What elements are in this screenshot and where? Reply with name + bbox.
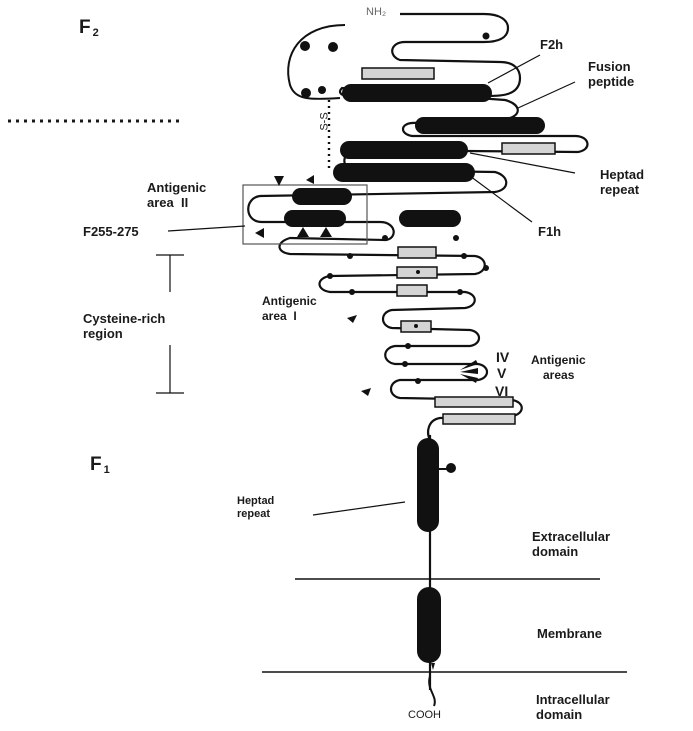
cooh-tail: [429, 676, 435, 706]
cys-box-1: [398, 247, 436, 258]
glycan-node-3: [301, 88, 311, 98]
helix-antigenic-ii-a: [292, 188, 352, 205]
f255-275-label: F255-275: [83, 224, 139, 239]
antigenic-markers: [255, 175, 371, 396]
glycan-node-1: [300, 41, 310, 51]
helix-f2h-box: [362, 68, 434, 79]
extracellular-domain-label: Extracellular domain: [532, 529, 610, 559]
cys-box-3: [397, 285, 427, 296]
fusion-peptide-label: Fusion peptide: [588, 59, 634, 89]
cooh-arrow: [431, 663, 435, 670]
glycan-node-2: [328, 42, 338, 52]
heptad-repeat-bottom-label: Heptad repeat: [237, 495, 274, 521]
glycan-anchor-node: [446, 463, 456, 473]
helix-f2h: [342, 84, 492, 102]
cooh-label: COOH: [408, 708, 441, 723]
glycan-branch: [288, 25, 345, 99]
roman-vi: VI: [495, 383, 508, 399]
nh2-label: NH₂: [366, 5, 386, 20]
nh2-dot: [483, 33, 490, 40]
membrane-helix: [417, 587, 441, 663]
cysteine-rich-label: Cysteine-rich region: [83, 311, 165, 341]
helix-fusion-1: [415, 117, 545, 134]
heptad-repeat-helix: [417, 438, 439, 532]
heptad-repeat-top-label: Heptad repeat: [600, 167, 644, 197]
antigenic-area-ii-label: Antigenic area II: [147, 180, 206, 210]
roman-iv: IV: [496, 349, 509, 365]
helix-heptad-a: [340, 141, 468, 159]
cys-dot-1: [416, 270, 420, 274]
helix-antigenic-ii-b: [284, 210, 346, 227]
helix-f1h: [399, 210, 461, 227]
roman-v: V: [497, 365, 506, 381]
cys-dot-2: [414, 324, 418, 328]
f1h-label: F1h: [538, 224, 561, 239]
intracellular-domain-label: Intracellular domain: [536, 692, 610, 722]
antigenic-areas-label: Antigenic areas: [531, 353, 586, 383]
glycan-node-4: [318, 86, 326, 94]
cys-box-6: [443, 414, 515, 424]
fusion-box: [502, 143, 555, 154]
antigenic-area-i-label: Antigenic area I: [262, 294, 317, 324]
ss-label: S-S: [318, 112, 333, 130]
membrane-label: Membrane: [537, 626, 602, 641]
f2h-label: F2h: [540, 37, 563, 52]
helix-heptad-b: [333, 163, 475, 182]
